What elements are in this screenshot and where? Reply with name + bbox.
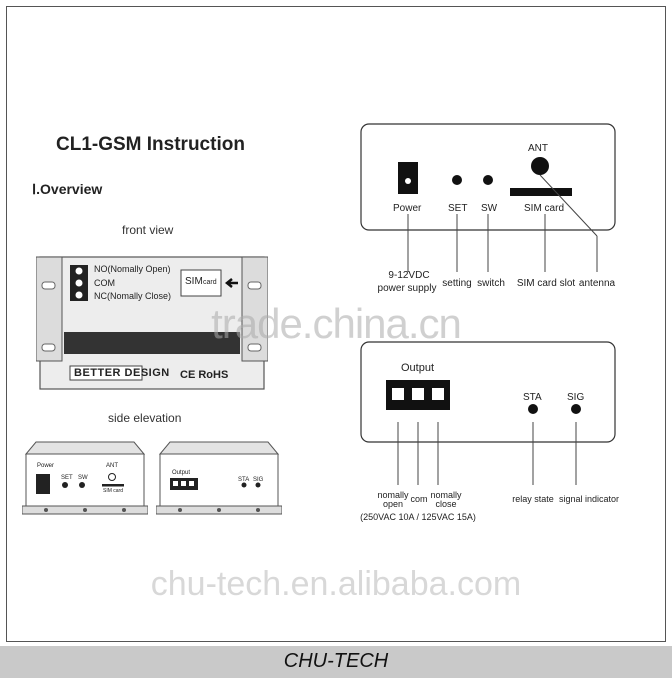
callout-power-supply: power supply (377, 283, 437, 294)
bottom-sta-label: STA (523, 392, 542, 403)
side-output-label: Output (172, 470, 191, 476)
callout-sim-slot: SIM card slot (516, 278, 576, 289)
terminal-nc-label: NC(Nomally Close) (94, 291, 172, 301)
sim-label: SIM (185, 276, 203, 287)
side-set-label: SET (61, 475, 73, 481)
section-heading: Ⅰ.Overview (32, 181, 103, 197)
terminal-com-label: COM (94, 278, 115, 288)
side-sig-label: SIG (253, 477, 264, 483)
top-panel-diagram (360, 123, 616, 272)
relay-rating: (250VAC 10A / 125VAC 15A) (360, 512, 476, 522)
brand-logo: BETTER DESIGN (74, 367, 170, 379)
top-sim-label: SIM card (524, 203, 565, 214)
site-watermark: chu-tech.en.alibaba.com (150, 565, 522, 603)
callout-normally-close-1: nomally (430, 490, 462, 500)
side-power-label: Power (37, 463, 55, 469)
callout-voltage: 9-12VDC (388, 270, 430, 281)
callout-switch: switch (477, 278, 505, 289)
callout-setting: setting (442, 278, 472, 289)
cert-logo: CE RoHS (180, 369, 229, 381)
side-sim-label: SIM card (103, 488, 124, 494)
callout-normally-close-2: close (435, 499, 457, 509)
bottom-sig-label: SIG (567, 392, 585, 403)
callout-com: com (410, 494, 428, 504)
page-title: CL1-GSM Instruction (56, 134, 245, 155)
side-right-device (156, 441, 282, 515)
footer-bar (0, 646, 672, 678)
footer-brand: CHU-TECH (283, 650, 389, 672)
top-power-label: Power (393, 203, 422, 214)
front-view-caption: front view (122, 223, 174, 237)
side-elevation-caption: side elevation (108, 411, 182, 425)
front-view-device (36, 256, 268, 390)
terminal-no-label: NO(Nomally Open) (94, 264, 171, 274)
side-sw-label: SW (78, 475, 88, 481)
side-ant-label: ANT (106, 463, 118, 469)
side-left-device (22, 441, 148, 515)
callout-normally-open-1: nomally (377, 490, 409, 500)
bottom-output-label: Output (401, 362, 435, 374)
side-sta-label: STA (238, 477, 250, 483)
diagram-frame (6, 6, 666, 642)
top-ant-label: ANT (528, 143, 548, 154)
callout-antenna: antenna (578, 278, 616, 289)
bottom-panel-diagram (360, 341, 616, 485)
top-sw-label: SW (481, 203, 498, 214)
callout-signal-indicator: signal indicator (558, 494, 620, 504)
trade-watermark: trade.china.cn (211, 300, 462, 347)
sim-small-label: card (203, 279, 217, 286)
callout-normally-open-2: open (382, 499, 404, 509)
callout-relay-state: relay state (512, 494, 554, 504)
top-set-label: SET (448, 203, 468, 214)
